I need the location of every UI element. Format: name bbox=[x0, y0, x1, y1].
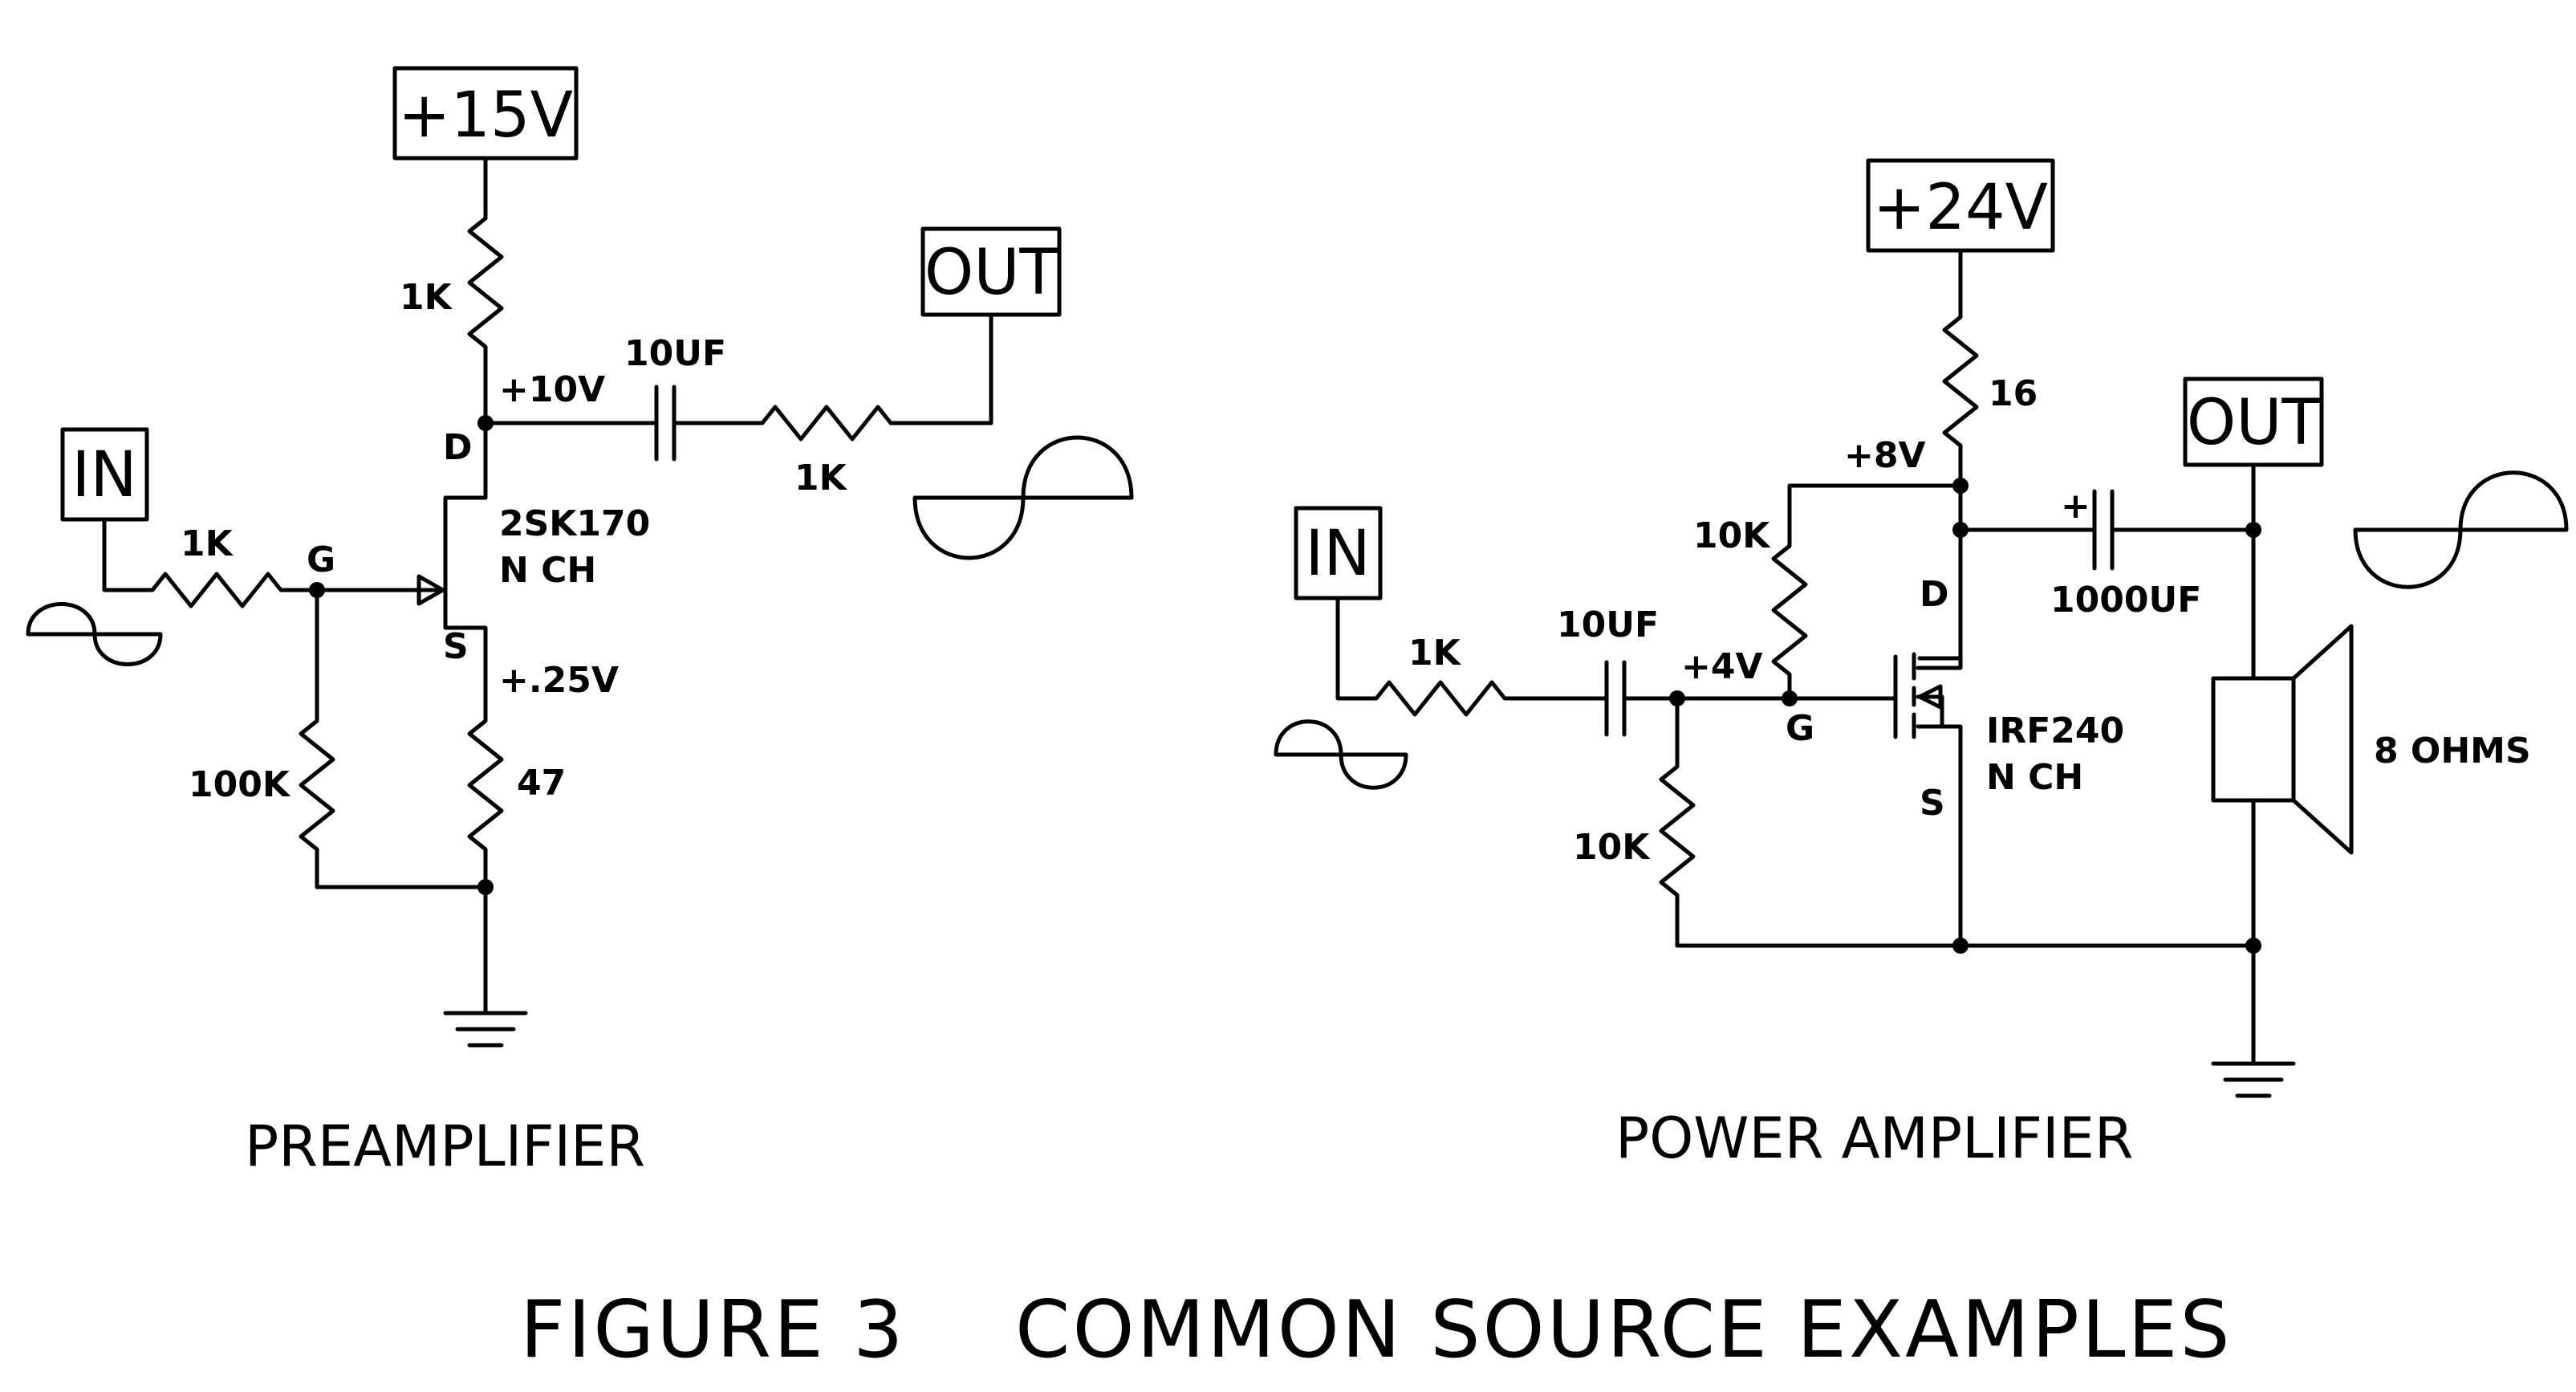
preamp-input-resistor-label: 1K bbox=[181, 523, 234, 564]
power-pin-g: G bbox=[1786, 708, 1814, 749]
power-part-number: IRF240 bbox=[1986, 710, 2124, 751]
preamp-jfet bbox=[367, 421, 488, 709]
power-vdrain-label: +8V bbox=[1844, 435, 1926, 476]
preamp-output-capacitor bbox=[654, 385, 677, 462]
preamp-supply-label: +15V bbox=[398, 79, 573, 152]
power-mosfet-arrow bbox=[1917, 684, 1943, 710]
power-pin-s: S bbox=[1920, 783, 1945, 824]
power-speaker-ground-node bbox=[2245, 938, 2261, 954]
preamp-drain-resistor bbox=[467, 156, 504, 429]
power-ground-symbol bbox=[2211, 1061, 2296, 1098]
power-supply-label: +24V bbox=[1873, 172, 2048, 244]
preamp-jfet-arrow bbox=[416, 574, 445, 606]
preamp-output-resistor bbox=[760, 312, 993, 442]
power-input-waveform bbox=[1274, 719, 1408, 790]
power-output-cap-label: 1000UF bbox=[2050, 580, 2201, 621]
power-input-resistor-label: 1K bbox=[1408, 633, 1462, 674]
preamp-output-waveform bbox=[912, 435, 1134, 560]
preamp-pin-d: D bbox=[443, 427, 473, 468]
figure-caption: FIGURE 3 COMMON SOURCE EXAMPLES bbox=[520, 1284, 2233, 1376]
preamp-gate-resistor-label: 100K bbox=[189, 764, 291, 805]
speaker-icon bbox=[2211, 676, 2296, 803]
preamp-drain-resistor-label: 1K bbox=[400, 277, 453, 318]
preamp-vsource-label: +.25V bbox=[499, 660, 619, 701]
power-input-cap-label: 10UF bbox=[1557, 604, 1659, 645]
preamp-ground-symbol bbox=[443, 885, 528, 1048]
power-bias-top-resistor-label: 10K bbox=[1693, 515, 1771, 556]
power-output-label: OUT bbox=[2187, 387, 2320, 459]
power-title: POWER AMPLIFIER bbox=[1615, 1105, 2134, 1171]
power-cap-plus: + bbox=[2061, 486, 2090, 527]
power-source-ground-node bbox=[1952, 938, 1969, 954]
preamp-gate-resistor bbox=[299, 588, 488, 889]
power-channel-type: N CH bbox=[1986, 757, 2083, 798]
power-vgate-label: +4V bbox=[1681, 646, 1763, 687]
speaker-cone bbox=[2291, 624, 2354, 855]
preamp-source-resistor-label: 47 bbox=[517, 763, 566, 804]
power-bias-bottom-resistor-label: 10K bbox=[1573, 827, 1651, 868]
preamp-output-box bbox=[920, 226, 1062, 317]
preamp-input-resistor bbox=[102, 517, 372, 608]
preamp-title: PREAMPLIFIER bbox=[245, 1113, 645, 1179]
preamp-output-resistor-label: 1K bbox=[794, 458, 848, 499]
power-drain-resistor-label: 16 bbox=[1989, 373, 2038, 414]
preamp-cap-label: 10UF bbox=[624, 333, 726, 374]
power-input-label: IN bbox=[1305, 518, 1370, 590]
preamp-part-number: 2SK170 bbox=[499, 503, 650, 544]
preamp-input-label: IN bbox=[71, 439, 136, 511]
power-drain-resistor bbox=[1942, 248, 1979, 488]
power-amp-circuit: +24V 16 +8V 10K + 1000UF OUT 8 OHMS D bbox=[1274, 158, 2569, 1171]
power-output-waveform bbox=[2353, 470, 2569, 589]
preamp-source-resistor bbox=[467, 704, 504, 893]
preamp-channel-type: N CH bbox=[499, 550, 596, 591]
preamp-circuit: +15V 1K 10UF +10V 1K OUT D G S 2SK170 N … bbox=[26, 66, 1134, 1179]
power-output-capacitor bbox=[2092, 489, 2115, 571]
preamp-pin-s: S bbox=[443, 626, 469, 667]
preamp-vdrain-label: +10V bbox=[499, 369, 605, 410]
power-pin-d: D bbox=[1920, 574, 1949, 615]
preamp-output-label: OUT bbox=[924, 237, 1058, 309]
speaker-label: 8 OHMS bbox=[2374, 731, 2531, 771]
power-bias-top-resistor bbox=[1771, 483, 1963, 701]
preamp-pin-g: G bbox=[307, 539, 335, 580]
power-input-resistor bbox=[1335, 596, 1609, 717]
preamp-input-waveform bbox=[26, 602, 163, 666]
power-bias-bottom-resistor bbox=[1659, 696, 2256, 948]
power-input-capacitor bbox=[1604, 660, 1627, 737]
